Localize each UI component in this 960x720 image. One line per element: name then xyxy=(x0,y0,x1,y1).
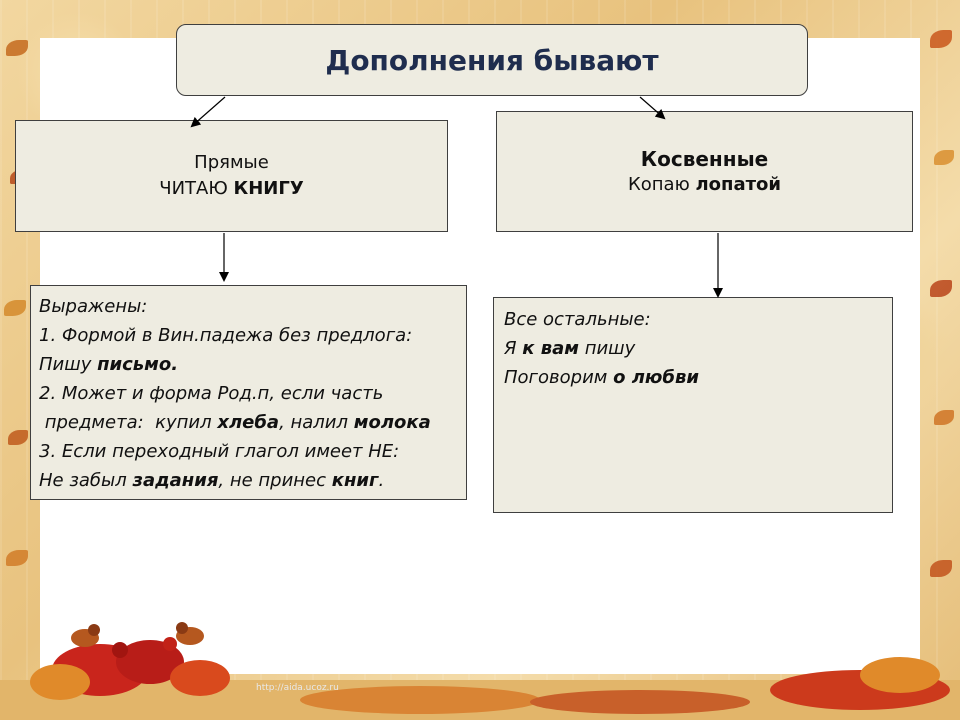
detail-bold: о любви xyxy=(613,367,699,388)
direct-example: ЧИТАЮ КНИГУ xyxy=(159,176,303,202)
leaf-decoration xyxy=(4,300,26,316)
direct-objects-box: Прямые ЧИТАЮ КНИГУ xyxy=(15,120,448,232)
leaf-decoration xyxy=(8,430,28,445)
detail-line: 1. Формой в Вин.падежа без предлога: xyxy=(39,325,413,346)
detail-bold: письмо. xyxy=(97,354,179,375)
source-url: http://aida.ucoz.ru xyxy=(256,683,339,693)
leaf-decoration xyxy=(934,150,954,165)
detail-text: , не принес xyxy=(218,470,332,491)
detail-text: Поговорим xyxy=(504,367,614,388)
leaf-decoration xyxy=(6,550,28,566)
leaf-decoration xyxy=(930,280,952,297)
leaf-decoration xyxy=(934,410,954,425)
leaf-decoration xyxy=(6,40,28,56)
title-box: Дополнения бывают xyxy=(176,24,808,96)
detail-line: Пишу письмо. xyxy=(39,350,458,379)
detail-bold: молока xyxy=(353,412,431,433)
leaf-decoration xyxy=(930,560,952,577)
detail-line: Не забыл задания, не принес книг. xyxy=(39,466,458,495)
bird-icon xyxy=(71,624,100,647)
berries-cluster xyxy=(30,637,230,700)
diagram-title: Дополнения бывают xyxy=(325,43,659,77)
direct-example-object: КНИГУ xyxy=(233,178,304,199)
autumn-leaves-border xyxy=(0,622,960,720)
detail-text: пишу xyxy=(578,338,636,359)
detail-text: . xyxy=(378,470,385,491)
detail-bold: к вам xyxy=(522,338,579,359)
direct-details-box: Выражены: 1. Формой в Вин.падежа без пред… xyxy=(30,285,467,500)
bird-icon xyxy=(176,622,204,645)
detail-line: 2. Может и форма Род.п, если часть xyxy=(39,383,384,404)
leaf-decoration xyxy=(930,30,952,48)
indirect-heading: Косвенные xyxy=(640,146,769,171)
detail-bold: книг xyxy=(331,470,379,491)
direct-heading: Прямые xyxy=(194,152,269,173)
detail-line: Поговорим о любви xyxy=(504,363,882,392)
indirect-example: Копаю лопатой xyxy=(628,172,781,198)
detail-line: Я к вам пишу xyxy=(504,334,882,363)
detail-bold: хлеба xyxy=(217,412,280,433)
direct-example-verb: ЧИТАЮ xyxy=(159,178,234,199)
detail-text: предмета: купил xyxy=(39,412,218,433)
detail-text: Я xyxy=(504,338,523,359)
detail-text: Пишу xyxy=(39,354,98,375)
detail-text: Не забыл xyxy=(39,470,133,491)
detail-line: 3. Если переходный глагол имеет НЕ: xyxy=(39,441,400,462)
detail-line: предмета: купил хлеба, налил молока xyxy=(39,408,458,437)
detail-text: , налил xyxy=(279,412,354,433)
detail-line: Выражены: xyxy=(39,296,148,317)
indirect-objects-box: Косвенные Копаю лопатой xyxy=(496,111,913,232)
indirect-example-verb: Копаю xyxy=(627,173,696,195)
detail-bold: задания xyxy=(132,470,219,491)
detail-line: Все остальные: xyxy=(504,309,651,330)
indirect-example-object: лопатой xyxy=(695,173,781,195)
